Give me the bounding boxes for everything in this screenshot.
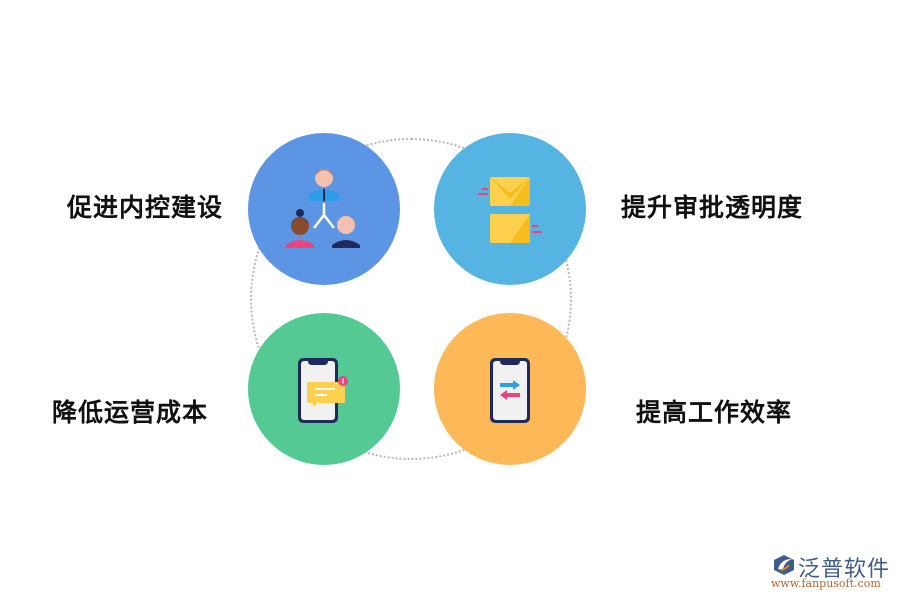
watermark-logo: 泛普软件 www.fanpusoft.com (770, 551, 895, 591)
dotted-connector-ring (250, 138, 572, 460)
circle-approval-transparency (434, 133, 586, 285)
org-hierarchy-icon (286, 169, 360, 248)
circle-reduce-costs (248, 313, 400, 465)
label-reduce-costs: 降低运营成本 (52, 398, 209, 427)
circle-improve-efficiency (434, 313, 586, 465)
phone-message-icon (298, 358, 348, 423)
brand-name: 泛普软件 (798, 557, 891, 582)
label-improve-efficiency: 提高工作效率 (636, 398, 793, 427)
phone-transfer-icon (490, 358, 530, 423)
label-approval-transparency: 提升审批透明度 (621, 193, 804, 222)
circle-internal-control (248, 133, 400, 285)
brand-logo-icon (774, 555, 794, 575)
brand-url: www.fanpusoft.com (771, 577, 881, 590)
label-internal-control: 促进内控建设 (67, 193, 224, 222)
envelopes-icon (478, 177, 542, 243)
